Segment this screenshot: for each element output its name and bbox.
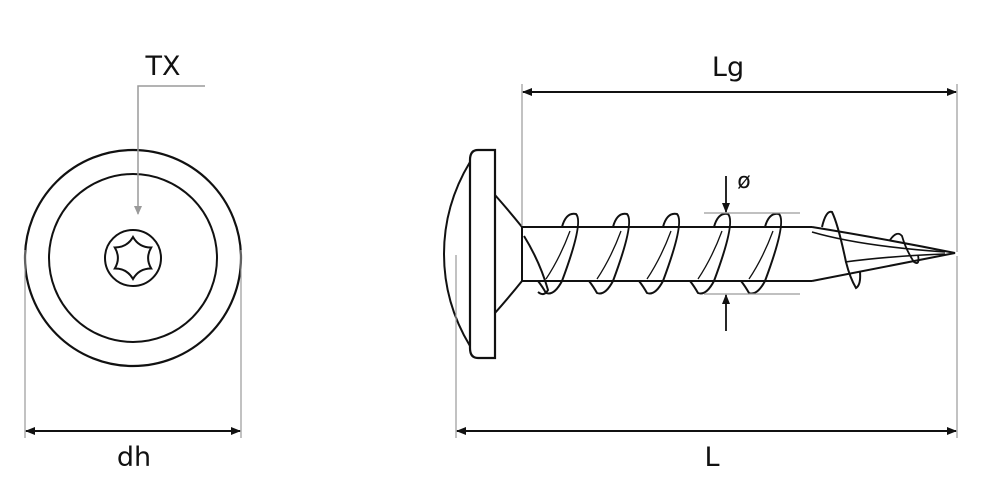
lg-label: Lg bbox=[712, 52, 744, 83]
head-outer-circle bbox=[23, 148, 243, 368]
diameter-dimension bbox=[704, 176, 800, 331]
tip-flute bbox=[811, 231, 946, 263]
diameter-label: ø bbox=[737, 169, 750, 194]
tx-leader bbox=[134, 85, 205, 215]
thread-crest bbox=[588, 212, 631, 295]
thread-start bbox=[523, 235, 550, 296]
l-label: L bbox=[704, 442, 719, 473]
thread-crest bbox=[638, 212, 681, 295]
thread-helix bbox=[523, 212, 783, 296]
screw-tip bbox=[811, 226, 956, 282]
lg-dimension bbox=[521, 84, 958, 252]
tip-thread-2 bbox=[889, 232, 920, 264]
head-inner-circle bbox=[48, 173, 218, 343]
tip-thread bbox=[821, 210, 862, 290]
thread-crest bbox=[689, 212, 732, 295]
head-dome bbox=[442, 161, 471, 347]
l-dimension bbox=[455, 255, 958, 438]
under-head-cone bbox=[494, 194, 523, 314]
dh-label: dh bbox=[117, 442, 151, 473]
dh-dimension bbox=[24, 250, 242, 438]
thread-shadow bbox=[748, 230, 774, 280]
washer-head bbox=[468, 148, 497, 360]
tx-leader-line bbox=[134, 85, 205, 215]
head-top-view bbox=[23, 148, 243, 368]
thread-shadow bbox=[545, 230, 571, 280]
thread-shadow bbox=[697, 230, 723, 280]
screw-side-view bbox=[442, 148, 956, 360]
torx-star-icon bbox=[113, 234, 153, 282]
thread-crest bbox=[537, 212, 580, 295]
tx-label: TX bbox=[145, 51, 181, 82]
thread-shadow bbox=[646, 230, 672, 280]
torx-recess-circle bbox=[104, 229, 162, 287]
thread-crest bbox=[740, 212, 783, 295]
thread-shadow bbox=[596, 230, 622, 280]
